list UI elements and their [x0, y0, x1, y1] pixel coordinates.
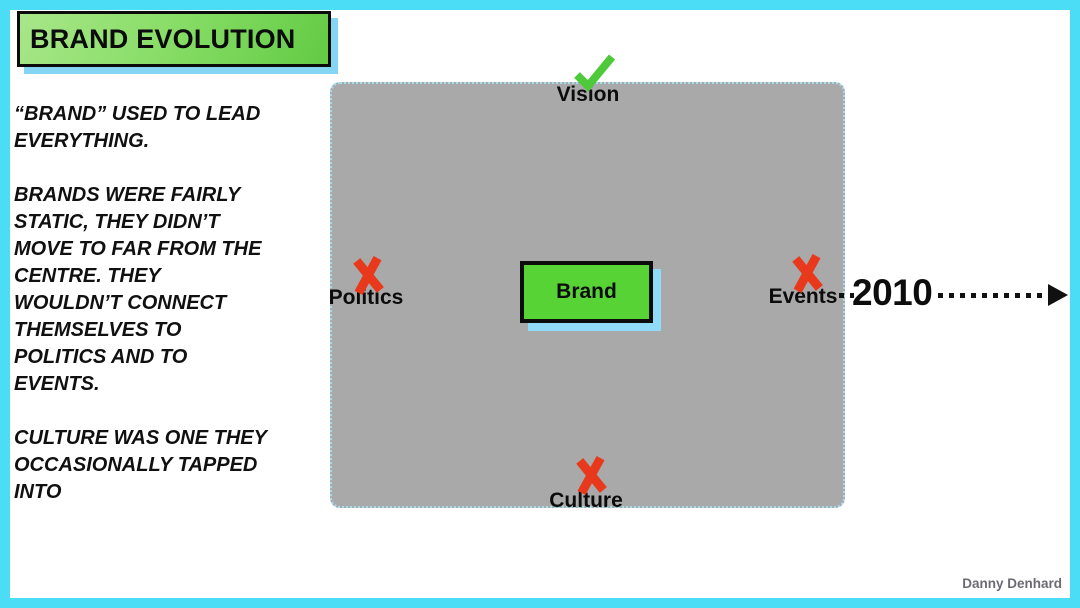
node-label-politics: Politics — [328, 286, 404, 309]
intro-paragraph-3: CULTURE WAS ONE THEY OCCASIONALLY TAPPED… — [14, 427, 267, 503]
author-credit: Danny Denhard — [962, 576, 1062, 591]
title-box: BRAND EVOLUTION — [17, 11, 331, 67]
check-icon — [571, 51, 617, 98]
node-label-vision: Vision — [556, 83, 620, 106]
intro-paragraph-1: “BRAND” USED TO LEAD EVERYTHING. — [14, 103, 261, 152]
brand-label: Brand — [556, 280, 617, 303]
node-label-culture: Culture — [549, 489, 623, 512]
arrow-right-icon — [1048, 284, 1068, 306]
dotted-line — [839, 293, 854, 298]
cross-icon — [573, 454, 609, 501]
cross-icon — [789, 252, 825, 299]
year-label: 2010 — [852, 272, 933, 313]
dotted-line — [938, 293, 1050, 298]
node-label-events: Events — [768, 285, 838, 308]
intro-text: “BRAND” USED TO LEAD EVERYTHING. BRANDS … — [14, 101, 314, 533]
intro-paragraph-2: BRANDS WERE FAIRLY STATIC, THEY DIDN’T M… — [14, 184, 262, 395]
brand-center-box: Brand — [520, 261, 653, 323]
cross-icon — [350, 254, 386, 301]
page-title: BRAND EVOLUTION — [30, 23, 296, 54]
